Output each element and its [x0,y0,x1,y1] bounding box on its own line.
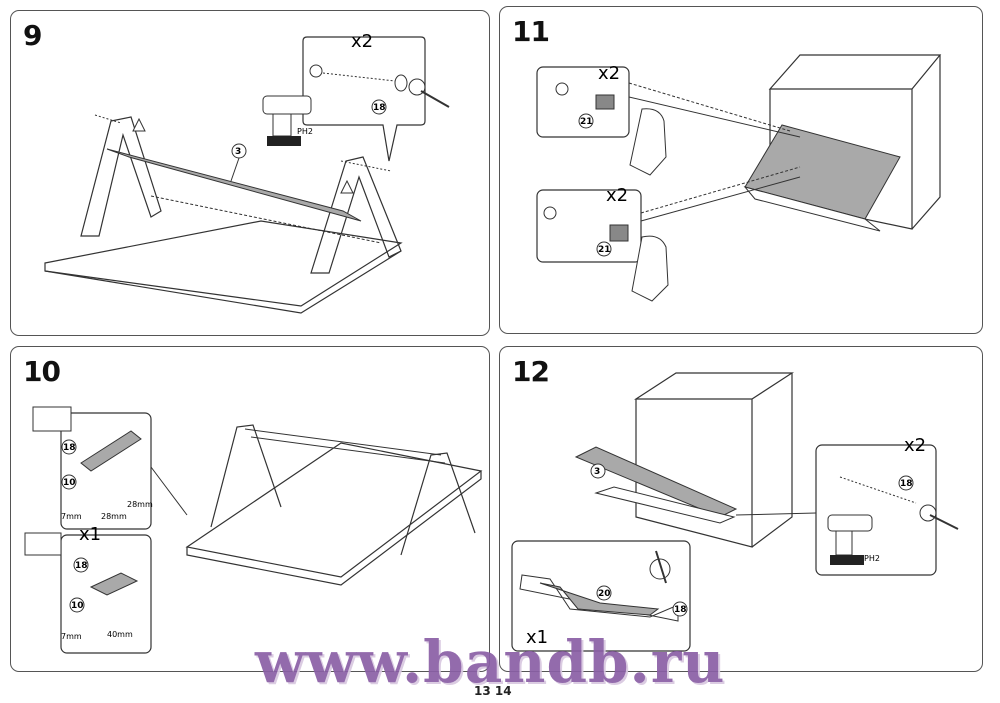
step-11-illustration: x2 21 x2 21 [536,54,942,302]
callout-18-bottom: 18 [75,561,88,571]
dimension-label: 28mm [101,512,127,521]
callout-18: 18 [373,103,386,113]
dimension-label: 40mm [107,630,133,639]
page-numbers: 13 14 [474,684,512,698]
step-9-panel: 9 3 x2 18 PH2 [10,10,490,336]
multiplier-label-bottom: x2 [606,185,628,206]
site-watermark: www.bandb.ru [255,628,726,696]
callout-21-bottom: 21 [598,245,611,255]
callout-10-top: 10 [63,478,76,488]
tool-bit-label: PH2 [864,554,880,563]
callout-3: 3 [594,467,600,477]
callout-21-top: 21 [580,117,593,127]
multiplier-label-top: x2 [904,435,926,456]
dimension-label: 7mm [61,632,82,641]
step-number: 12 [512,355,550,388]
callout-20: 20 [598,589,611,599]
callout-18-top: 18 [63,443,76,453]
multiplier-label-top: x2 [598,63,620,84]
dimension-label: 7mm [61,512,82,521]
step-number: 11 [512,15,550,48]
step-9-illustration: 3 x2 18 PH2 [44,31,450,314]
step-11-panel: 11 x2 21 x2 21 [499,6,983,334]
step-12-panel: 12 3 x2 18 PH2 20 18 x1 [499,346,983,672]
callout-18-bottom: 18 [674,605,687,615]
tool-bit-label: PH2 [297,127,313,136]
step-number: 10 [23,355,61,388]
step-10-illustration: 18 10 7mm 28mm 28mm x1 18 10 7mm 40mm [24,406,483,654]
multiplier-label: x1 [79,524,101,545]
multiplier-label-bottom: x1 [526,627,548,648]
callout-3: 3 [235,147,241,157]
step-number: 9 [23,19,43,52]
multiplier-label: x2 [351,31,373,52]
step-10-panel: 10 18 10 7mm 28mm 28mm x1 18 10 7mm 40mm [10,346,490,672]
dimension-label: 28mm [127,500,153,509]
step-12-illustration: 3 x2 18 PH2 20 18 x1 [511,372,959,652]
callout-10-bottom: 10 [71,601,84,611]
callout-18-right: 18 [900,479,913,489]
